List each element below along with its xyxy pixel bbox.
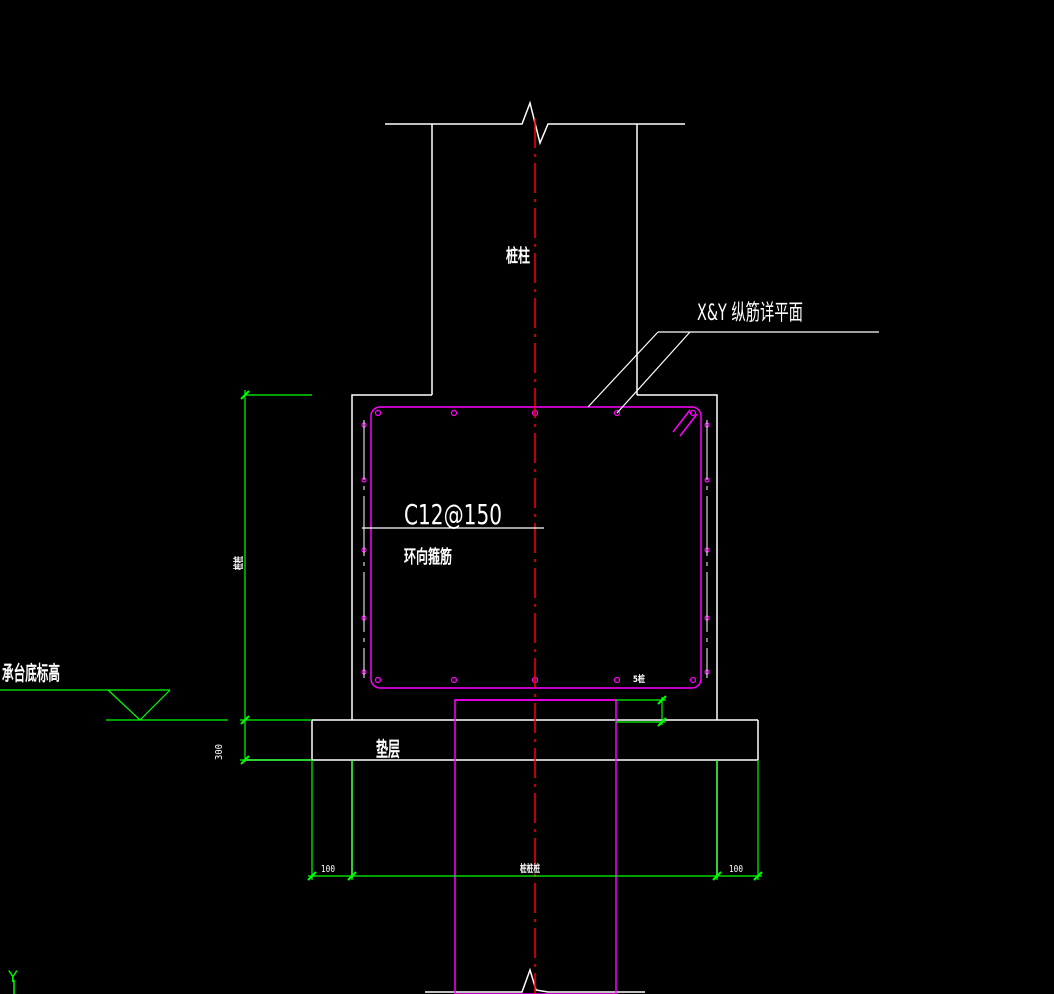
cushion-layer: [245, 719, 759, 761]
stirrup-spec: C12@150: [404, 498, 502, 531]
column-label: 桩柱: [506, 245, 530, 267]
cap-height-dimension: 桩桩: [232, 556, 245, 570]
rebar-plan-note: X&Y 纵筋详平面: [697, 301, 803, 326]
bottom-break-line: [425, 967, 645, 993]
cushion-thickness-dimension: 300: [214, 744, 225, 760]
side-bars: [363, 420, 708, 678]
stirrup-hook-2: [679, 413, 698, 437]
dimension-lines: [0, 390, 762, 880]
outer-stirrup: [370, 406, 702, 689]
ucs-y-label: Y: [7, 967, 18, 986]
stirrup-rebar: [370, 406, 702, 994]
base-elevation-label: 承台底标高: [2, 661, 60, 685]
stirrup-hook-1: [672, 409, 691, 433]
rebar-small-label: 5桩: [633, 673, 645, 685]
stirrup-note: 环向箍筋: [404, 546, 452, 568]
center-width-dimension: 桩桩桩: [520, 862, 540, 875]
left-offset-dimension: 100: [321, 864, 335, 875]
pile-cap-outline: [351, 394, 718, 720]
cushion-label: 垫层: [376, 737, 400, 761]
dimension-ticks: [240, 390, 763, 881]
right-offset-dimension: 100: [729, 864, 743, 875]
rebar-note-leader: [587, 331, 879, 414]
